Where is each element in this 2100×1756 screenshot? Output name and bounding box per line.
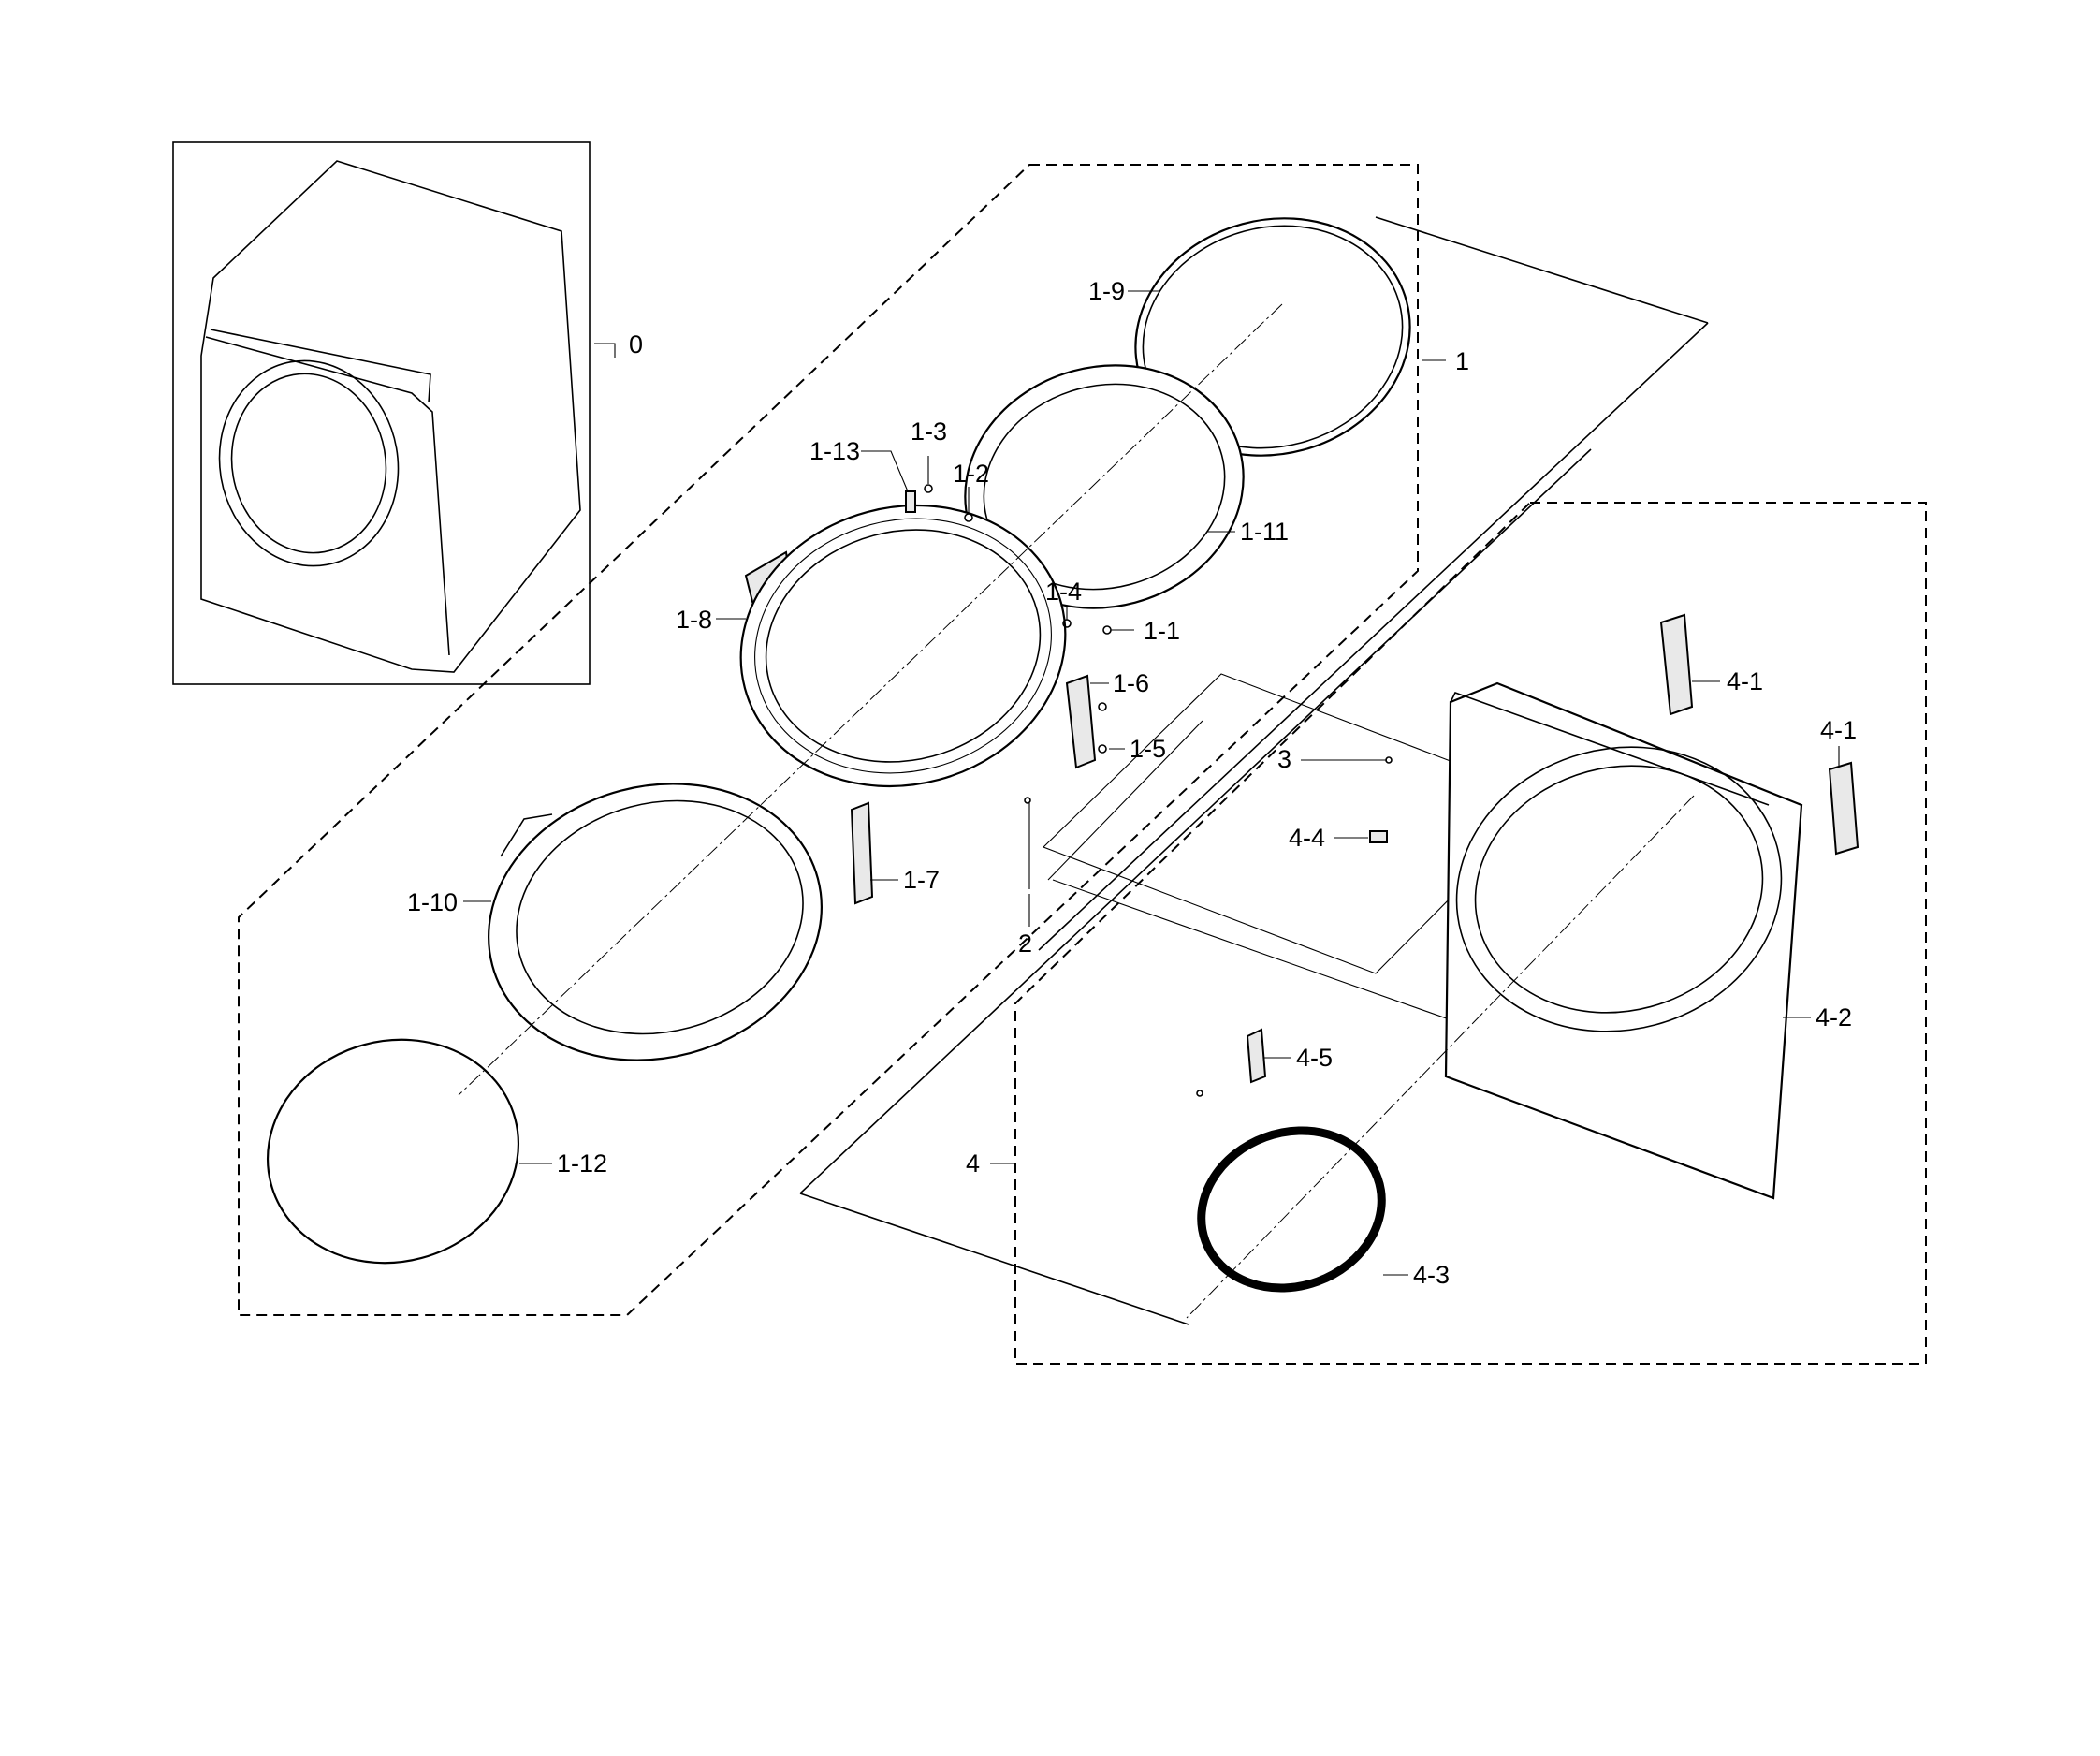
part-label-1-7: 1-7 (903, 866, 940, 894)
dryer-door-inner (230, 373, 387, 554)
part-4-1-bracket-right (1828, 761, 1859, 856)
part-label-4-4: 4-4 (1289, 824, 1325, 852)
part-4-5-screw (1196, 1090, 1203, 1097)
door-cover-inner (516, 799, 804, 1035)
door-frame-outer (739, 504, 1067, 788)
part-label-1: 1 (1455, 347, 1469, 375)
part-label-1-10: 1-10 (407, 888, 458, 916)
inset-frame (172, 141, 591, 685)
alignment-line-panel (1186, 795, 1695, 1319)
part-label-4-1-upper: 4-1 (1727, 667, 1763, 695)
door-cover-outer (488, 783, 823, 1061)
bracket-line-1-top (1375, 216, 1709, 324)
inset-assembled-dryer (172, 141, 591, 685)
part-1-7-hinge (850, 801, 874, 905)
part-label-1-13: 1-13 (809, 437, 860, 465)
dryer-cabinet (200, 160, 581, 673)
bracket-line-4-bottom (799, 1193, 1189, 1325)
part-label-1-12: 1-12 (557, 1149, 607, 1178)
part-1-5-screw-b (1098, 744, 1107, 754)
leader-1-13 (861, 450, 909, 492)
part-label-1-2: 1-2 (953, 460, 989, 488)
door-cover-tab (500, 813, 553, 857)
part-1-13-clip (905, 490, 916, 513)
part-label-1-8: 1-8 (676, 606, 712, 634)
hinge-plate-outline-b (1047, 720, 1203, 881)
part-4-5-latch (1246, 1028, 1267, 1084)
part-label-1-4: 1-4 (1045, 578, 1082, 606)
front-panel-opening-inner (1474, 765, 1764, 1014)
part-label-0: 0 (629, 330, 643, 359)
outer-glass-disc (266, 1038, 520, 1265)
leader-0 (594, 343, 616, 358)
dryer-door-outer (218, 359, 400, 567)
part-label-3: 3 (1277, 745, 1291, 773)
part-1-1-screw (1102, 625, 1112, 635)
part-label-4-1-right: 4-1 (1820, 716, 1857, 744)
part-4-4-clip (1369, 830, 1388, 843)
part-1-3-screw (924, 484, 933, 493)
door-frame-inner (765, 529, 1042, 763)
part-1-6-hinge (1065, 674, 1097, 769)
part-label-2: 2 (1018, 929, 1032, 958)
part-1-5-screw-a (1098, 702, 1107, 711)
part-label-4-2: 4-2 (1816, 1003, 1852, 1032)
front-panel-top-edge (1450, 692, 1770, 806)
part-2-screw (1024, 797, 1031, 804)
part-label-1-11: 1-11 (1240, 518, 1289, 546)
inner-glass-inner (983, 383, 1226, 591)
part-label-4-3: 4-3 (1413, 1261, 1450, 1289)
bracket-line-1-diagonal (1038, 322, 1709, 951)
part-label-4: 4 (966, 1149, 980, 1178)
part-4-1-bracket-upper (1659, 613, 1694, 716)
part-label-1-5: 1-5 (1130, 735, 1166, 763)
bracket-line-4-diagonal (799, 448, 1592, 1194)
part-label-1-9: 1-9 (1088, 277, 1125, 305)
door-assembly-group-boundary (238, 164, 1419, 1316)
part-label-1-1: 1-1 (1144, 617, 1180, 645)
front-panel (1444, 681, 1803, 1200)
part-label-1-6: 1-6 (1113, 669, 1149, 697)
front-panel-opening-outer (1455, 746, 1783, 1032)
part-label-4-5: 4-5 (1296, 1044, 1333, 1072)
door-frame-mid (754, 518, 1052, 774)
front-panel-group-boundary (1014, 502, 1927, 1365)
dryer-control-panel (210, 329, 431, 403)
alignment-line-door (458, 303, 1283, 1096)
leader-lines (463, 290, 1840, 1276)
dryer-front-edge (205, 336, 450, 656)
part-label-1-3: 1-3 (911, 417, 947, 446)
